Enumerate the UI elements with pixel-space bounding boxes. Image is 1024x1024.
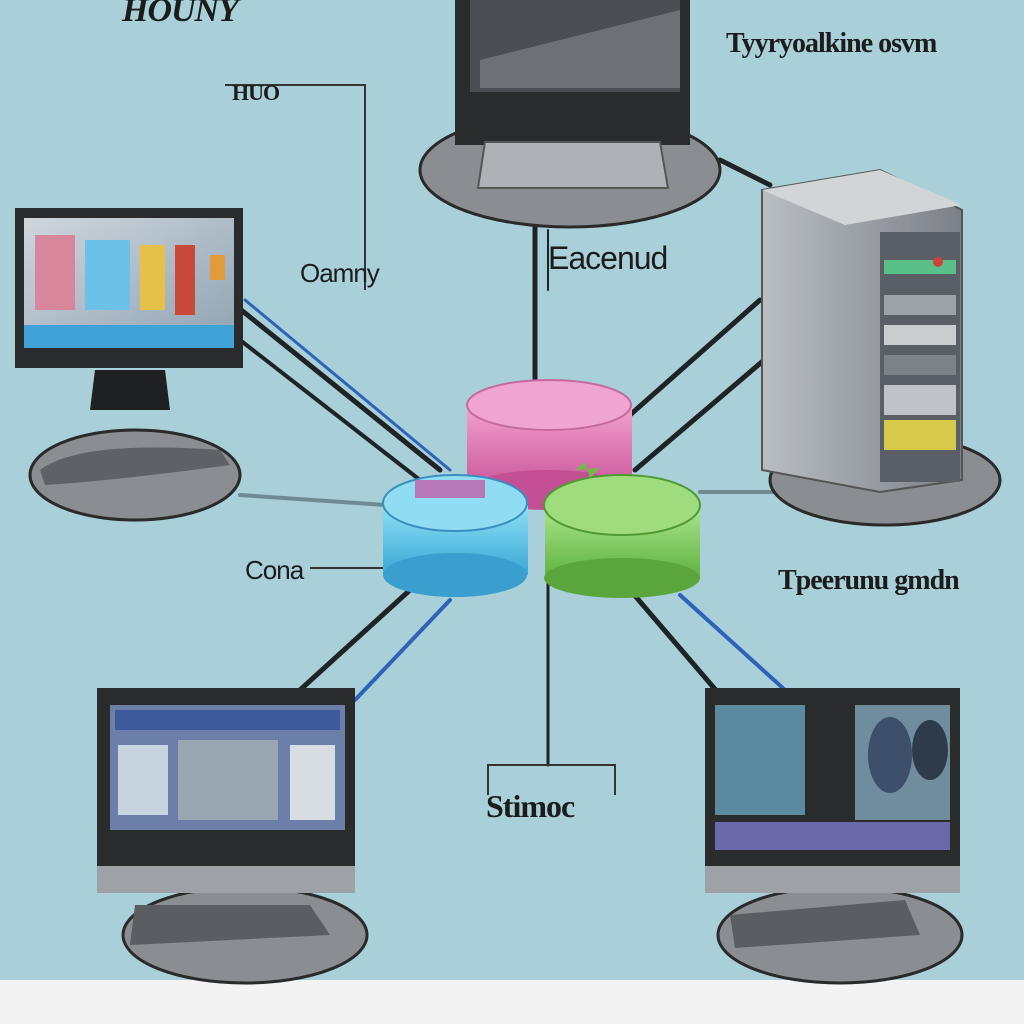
cylinder-detail bbox=[415, 480, 485, 498]
screen-figure bbox=[912, 720, 948, 780]
screen-figure bbox=[868, 717, 912, 793]
link-bottom-right bbox=[627, 587, 723, 698]
app-window bbox=[118, 745, 168, 815]
label-left-lower: Cona bbox=[245, 555, 304, 585]
screen-glare bbox=[480, 10, 680, 88]
screen-taskbar bbox=[715, 822, 950, 850]
tower-top bbox=[762, 170, 962, 225]
link-left-monitor-2 bbox=[238, 338, 422, 482]
app-window bbox=[175, 245, 195, 315]
cylinder-detail bbox=[575, 462, 600, 478]
link-server-1 bbox=[627, 297, 763, 418]
keyboard-icon bbox=[730, 900, 920, 948]
label-center-top: Eacenud bbox=[548, 240, 668, 276]
rack-unit bbox=[884, 385, 956, 415]
label-leaders bbox=[225, 84, 616, 795]
database-green[interactable] bbox=[543, 462, 701, 598]
label-top-right: Tyyryoalkine osvm bbox=[726, 28, 937, 59]
link-bottom-right-blue bbox=[678, 593, 787, 692]
cylinder-top bbox=[543, 474, 701, 536]
label-top-left-small: HUO bbox=[232, 80, 280, 105]
cylinder-bottom bbox=[383, 553, 527, 597]
keyboard-icon bbox=[130, 905, 330, 945]
label-bottom-center: Stimoc bbox=[486, 788, 575, 824]
rack-unit bbox=[884, 420, 956, 450]
rack-unit bbox=[884, 325, 956, 345]
monitor-bezel bbox=[705, 866, 960, 893]
monitor-left[interactable] bbox=[15, 208, 243, 522]
app-window bbox=[85, 240, 130, 310]
monitor-screen bbox=[715, 705, 805, 815]
footer-strip bbox=[0, 980, 1024, 1024]
monitor-bottom-right[interactable] bbox=[705, 688, 964, 985]
app-window bbox=[178, 740, 278, 820]
database-blue[interactable] bbox=[382, 474, 528, 597]
app-window bbox=[35, 235, 75, 310]
leader-top-left bbox=[225, 84, 366, 290]
monitor-bezel bbox=[97, 866, 355, 893]
app-window bbox=[140, 245, 165, 310]
central-hub[interactable] bbox=[382, 379, 701, 598]
keyboard-icon bbox=[476, 141, 670, 189]
label-right-lower: Tpeerunu gmdn bbox=[778, 565, 960, 596]
app-window bbox=[290, 745, 335, 820]
link-bottom-left bbox=[297, 587, 413, 693]
rack-unit bbox=[884, 355, 956, 375]
link-left-monitor bbox=[232, 302, 443, 473]
database-pink[interactable] bbox=[466, 379, 632, 510]
link-bottom-left-blue bbox=[353, 598, 452, 702]
link-left-ground bbox=[238, 493, 387, 507]
cylinder-bottom bbox=[544, 558, 700, 598]
monitor-bottom-left[interactable] bbox=[97, 688, 369, 985]
keyboard-icon bbox=[40, 447, 230, 485]
server-right[interactable] bbox=[761, 168, 1002, 527]
diagram-title: HOUNY bbox=[122, 0, 239, 29]
link-top-to-server bbox=[717, 157, 773, 188]
link-server-2 bbox=[632, 352, 773, 473]
label-left-middle: Oamny bbox=[300, 258, 380, 288]
leader-stimoc bbox=[487, 764, 616, 795]
connections bbox=[232, 157, 787, 767]
rack-unit bbox=[884, 295, 956, 315]
screen-titlebar bbox=[115, 710, 340, 730]
link-left-monitor-blue bbox=[243, 298, 452, 472]
status-led bbox=[933, 257, 943, 267]
rack-unit bbox=[884, 260, 956, 274]
screen-taskbar bbox=[24, 325, 234, 348]
monitor-top[interactable] bbox=[418, 0, 722, 229]
monitor-stand bbox=[90, 370, 170, 410]
app-window bbox=[210, 255, 225, 280]
cylinder-top bbox=[466, 379, 632, 431]
